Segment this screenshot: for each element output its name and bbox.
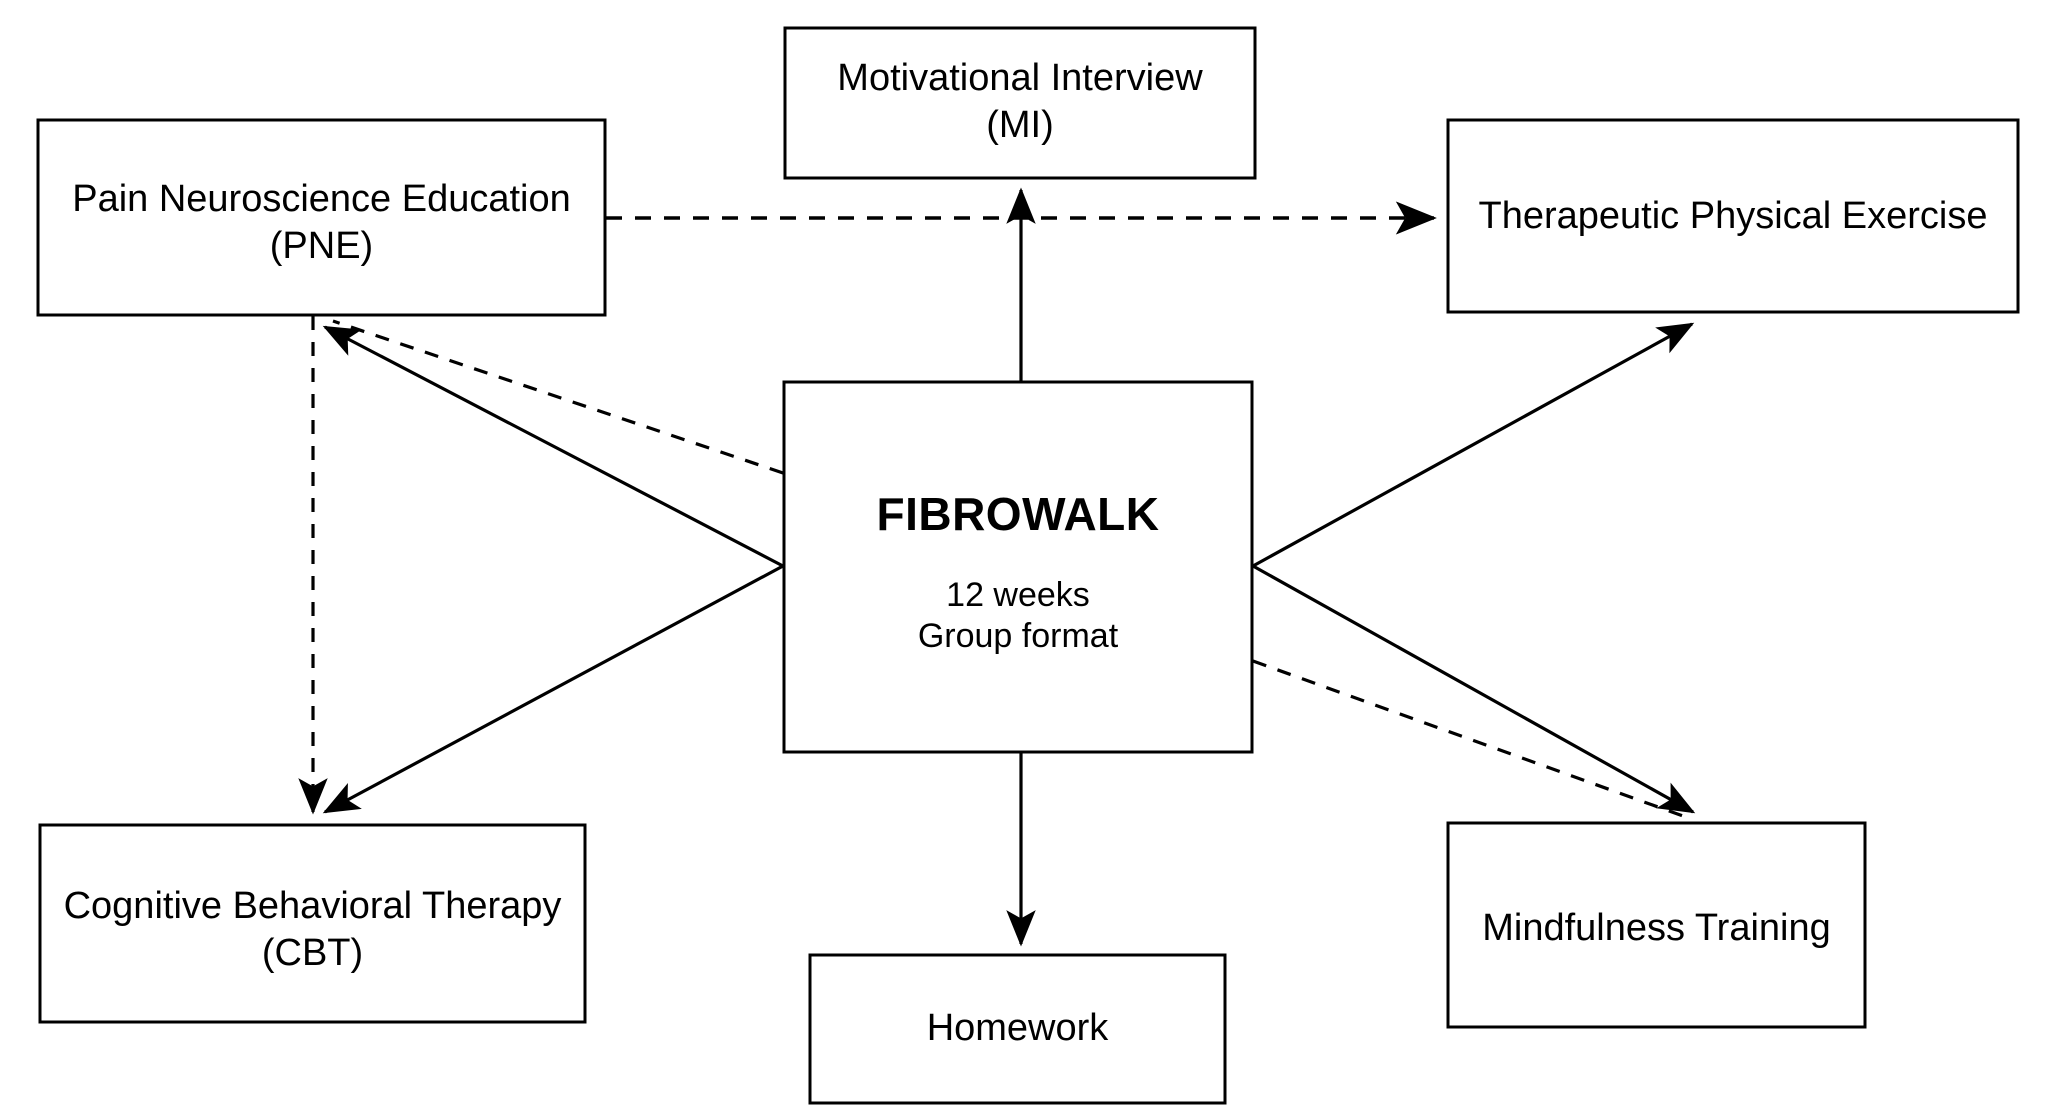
node-fibrowalk[interactable]: FIBROWALK 12 weeks Group format xyxy=(782,380,1254,754)
edge-layer xyxy=(298,187,1696,947)
node-fibrowalk-box[interactable] xyxy=(782,380,1254,754)
node-fibrowalk-title: FIBROWALK xyxy=(876,488,1159,540)
edge-fibrowalk-to-cbt xyxy=(322,564,784,814)
node-fibrowalk-format: Group format xyxy=(918,617,1119,655)
node-therapeutic-physical-exercise[interactable]: Therapeutic Physical Exercise xyxy=(1446,118,2020,314)
node-cbt-label-line1: Cognitive Behavioral Therapy xyxy=(64,885,562,927)
node-cbt-label-line2: (CBT) xyxy=(262,932,363,974)
edge-fibrowalk-to-therapeutic-exercise xyxy=(1252,322,1695,568)
node-mindfulness-box[interactable] xyxy=(1446,821,1867,1029)
node-motivational-interview[interactable]: Motivational Interview (MI) xyxy=(783,26,1257,180)
node-homework-box[interactable] xyxy=(808,953,1227,1105)
node-mi-label-line1: Motivational Interview xyxy=(837,57,1203,99)
node-cbt-box[interactable] xyxy=(38,823,587,1024)
node-pne-label-line2: (PNE) xyxy=(270,225,373,267)
edge-fibrowalk-to-mindfulness xyxy=(1252,564,1696,814)
node-pain-neuroscience-education[interactable]: Pain Neuroscience Education (PNE) xyxy=(36,118,607,317)
node-mindfulness-training[interactable]: Mindfulness Training xyxy=(1446,821,1867,1029)
edge-fibrowalk-to-mindfulness-dashed xyxy=(1252,659,1684,818)
node-tpe-label-line1: Therapeutic Physical Exercise xyxy=(1479,195,1988,237)
node-fibrowalk-duration: 12 weeks xyxy=(946,576,1090,614)
node-homework[interactable]: Homework xyxy=(808,953,1227,1105)
node-pne-box[interactable] xyxy=(36,118,607,317)
node-mi-box[interactable] xyxy=(783,26,1257,180)
edge-fibrowalk-to-pne-dashed xyxy=(332,319,784,475)
node-homework-label-line1: Homework xyxy=(927,1007,1110,1049)
node-pne-label-line1: Pain Neuroscience Education xyxy=(72,178,571,220)
edge-fibrowalk-to-pne xyxy=(322,325,784,568)
node-mi-label-line2: (MI) xyxy=(986,104,1054,146)
node-tpe-box[interactable] xyxy=(1446,118,2020,314)
node-mindfulness-label-line1: Mindfulness Training xyxy=(1482,907,1831,949)
node-cognitive-behavioral-therapy[interactable]: Cognitive Behavioral Therapy (CBT) xyxy=(38,823,587,1024)
